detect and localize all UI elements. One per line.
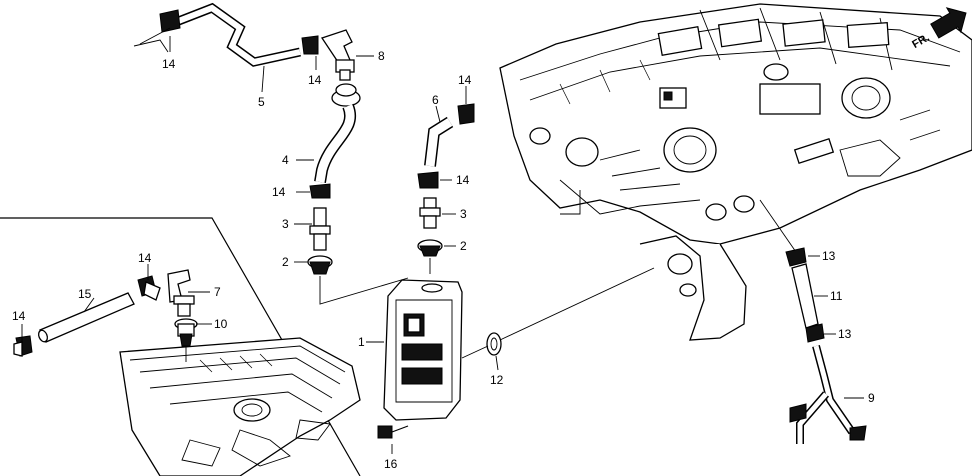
part-9-water-pipe [789,344,867,444]
part-2-grommet-right [417,239,456,257]
callout-10: 10 [214,317,228,331]
part-16-bolt [377,425,409,454]
inset-panel [0,217,361,476]
callout-15: 15 [78,287,92,301]
callout-6: 6 [432,93,439,107]
part-13-clip-lower [805,323,836,343]
callout-3-left: 3 [282,217,289,231]
callout-14-top-middle: 14 [308,73,322,87]
part-4-pcv-hose [296,83,361,183]
part-14-clip-top-middle [301,35,319,70]
part-13-clip-upper [785,247,820,267]
part-14-clip-inset [137,275,161,301]
part-2-grommet-left [294,255,333,275]
callout-14-upper-right: 14 [458,73,472,87]
cylinder-head-cover [119,337,361,476]
part-14-clip-upper-right [457,86,475,125]
callout-12: 12 [490,373,504,387]
callout-2-left: 2 [282,255,289,269]
part-6-pcv-hose [424,105,454,167]
callout-7: 7 [214,285,221,299]
callout-14-middle-right: 14 [456,173,470,187]
part-14-clip-left-column [296,183,331,199]
part-15-breather-hose [37,292,135,343]
callout-14-top-left: 14 [162,57,176,71]
callout-16: 16 [384,457,398,471]
callout-13-lower: 13 [838,327,852,341]
part-14-clip-left [13,335,33,357]
callout-2-right: 2 [460,239,467,253]
callout-14-left-column: 14 [272,185,286,199]
part-1-breather-chamber [366,279,463,421]
part-8-pcv-elbow [320,29,374,81]
part-3-pcv-valve-right [419,197,456,229]
part-5-pcv-pipe [159,2,301,93]
part-11-water-hose [791,263,828,329]
part-14-clip-top-left [133,27,171,53]
callout-1: 1 [358,335,365,349]
callout-14-inset-left: 14 [12,309,26,323]
callout-13-upper: 13 [822,249,836,263]
part-3-pcv-valve-left [294,207,331,251]
part-7-elbow-fitting [167,269,195,317]
part-12-o-ring [486,332,502,371]
engine-intake-assembly [499,3,972,341]
callout-4: 4 [282,153,289,167]
part-14-clip-middle-right [417,171,452,189]
callout-8: 8 [378,49,385,63]
callout-3-right: 3 [460,207,467,221]
callout-5: 5 [258,95,265,109]
callout-14-inset: 14 [138,251,152,265]
callout-9: 9 [868,391,875,405]
callout-11: 11 [830,289,843,303]
